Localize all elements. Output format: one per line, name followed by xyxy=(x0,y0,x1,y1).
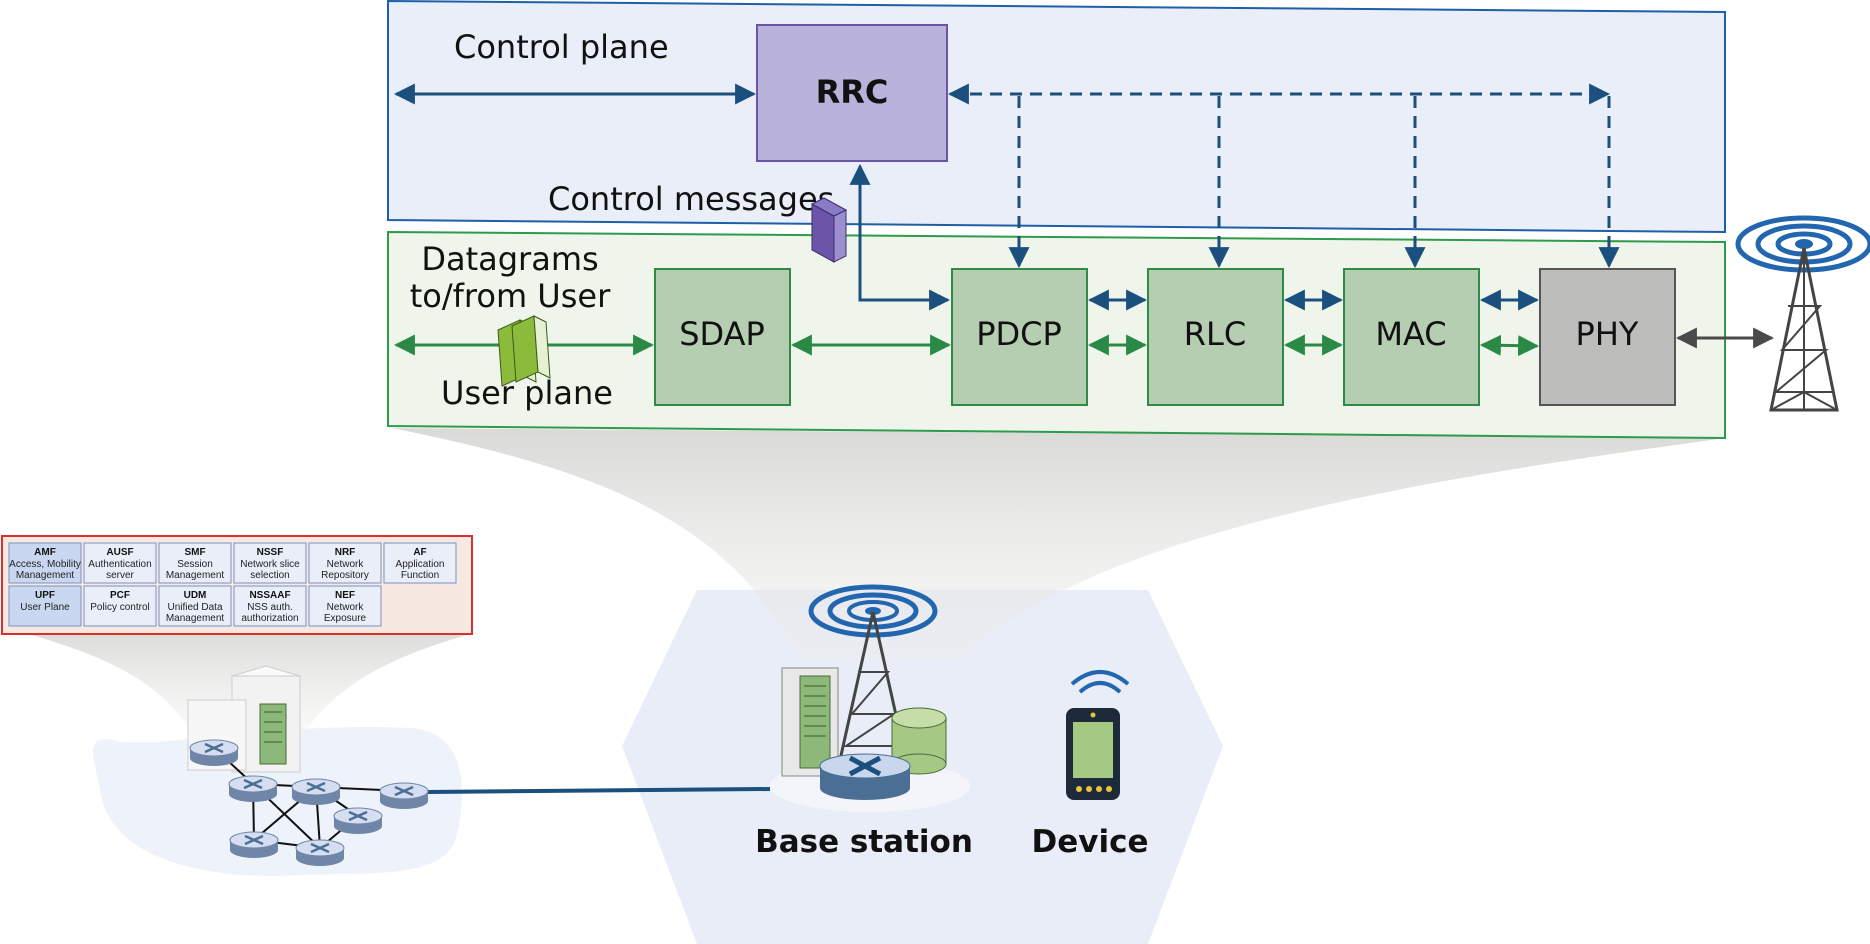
nf-abbr: NSSF xyxy=(257,547,284,558)
router-icon xyxy=(295,839,345,866)
device-label: Device xyxy=(1032,824,1149,860)
nf-desc: NSS auth. xyxy=(247,602,293,613)
nf-desc: Network xyxy=(327,602,365,613)
nf-desc: User Plane xyxy=(20,602,70,613)
pdcp-label: PDCP xyxy=(976,315,1062,353)
base-station-label: Base station xyxy=(755,824,973,860)
nf-desc: Management xyxy=(16,570,75,581)
nf-abbr: NEF xyxy=(335,590,355,601)
nf-desc: Application xyxy=(396,559,445,570)
nf-abbr: NSSAAF xyxy=(249,590,290,601)
router-icon xyxy=(189,739,239,766)
nf-cell-bg xyxy=(233,542,307,584)
nf-abbr: PCF xyxy=(110,590,130,601)
router-icon xyxy=(333,807,383,834)
nf-desc: Repository xyxy=(321,570,369,581)
nf-abbr: UPF xyxy=(35,590,55,601)
backhaul-link xyxy=(427,787,771,794)
nf-desc: authorization xyxy=(241,613,298,624)
nf-desc: Authentication xyxy=(88,559,151,570)
rrc-label: RRC xyxy=(816,73,889,111)
nf-desc: Management xyxy=(166,570,225,581)
pdcp-block xyxy=(951,268,1088,406)
control-plane-label: Control plane xyxy=(454,28,669,66)
nf-cell-bg xyxy=(308,585,382,627)
antenna-tower-icon xyxy=(1735,215,1870,412)
datagrams-label-line2: to/from User xyxy=(410,277,611,315)
device-icon xyxy=(1066,670,1130,800)
nf-abbr: NRF xyxy=(335,547,356,558)
nf-desc: Exposure xyxy=(324,613,367,624)
phy-label: PHY xyxy=(1576,315,1639,353)
control-messages-path xyxy=(849,163,951,311)
nf-cell-bg xyxy=(8,585,82,627)
nf-desc: Network xyxy=(327,559,365,570)
nf-abbr: AF xyxy=(413,547,426,558)
nf-desc: Access, Mobility xyxy=(9,559,81,570)
nf-cell-bg xyxy=(83,542,157,584)
nf-desc: server xyxy=(106,570,134,581)
nf-desc: selection xyxy=(250,570,289,581)
nf-cell-bg xyxy=(158,585,232,627)
user-datagram-packet-icon xyxy=(497,315,551,387)
nf-abbr: UDM xyxy=(184,590,207,601)
router-icon xyxy=(229,831,279,858)
mac-phy-user-arrow xyxy=(1479,334,1540,357)
nf-cell-bg xyxy=(308,542,382,584)
nf-abbr: AMF xyxy=(34,547,56,558)
nf-desc: Management xyxy=(166,613,225,624)
zoom-cone-base-station xyxy=(392,428,1725,660)
control-messages-label: Control messages xyxy=(548,180,834,218)
sdap-block xyxy=(654,268,791,406)
nf-cell-bg xyxy=(383,542,457,584)
nf-cell-bg xyxy=(83,585,157,627)
user-plane-label: User plane xyxy=(441,374,613,412)
nf-desc: Session xyxy=(177,559,213,570)
rrc-block xyxy=(756,24,948,162)
datagrams-label-line1: Datagrams xyxy=(421,240,598,278)
nf-abbr: SMF xyxy=(184,547,205,558)
sdap-label: SDAP xyxy=(679,315,765,353)
nf-desc: Policy control xyxy=(90,602,149,613)
router-icon xyxy=(228,775,278,802)
nf-abbr: AUSF xyxy=(106,547,133,558)
nf-cell-bg xyxy=(158,542,232,584)
router-icon xyxy=(291,778,341,805)
nf-cell-bg xyxy=(8,542,82,584)
rlc-block xyxy=(1147,268,1284,406)
nf-desc: Function xyxy=(401,570,439,581)
mac-label: MAC xyxy=(1375,315,1446,353)
nf-desc: Unified Data xyxy=(167,602,222,613)
nf-desc: Network slice xyxy=(240,559,300,570)
control-plane-box xyxy=(387,0,1726,234)
rlc-label: RLC xyxy=(1184,315,1246,353)
nf-cell-bg xyxy=(233,585,307,627)
base-station-icon xyxy=(770,584,970,812)
control-message-packet-icon xyxy=(810,197,848,263)
router-icon xyxy=(379,782,429,809)
mac-block xyxy=(1343,268,1480,406)
phy-block xyxy=(1539,268,1676,406)
core-network-cloud xyxy=(93,726,462,876)
router-group xyxy=(189,739,429,866)
